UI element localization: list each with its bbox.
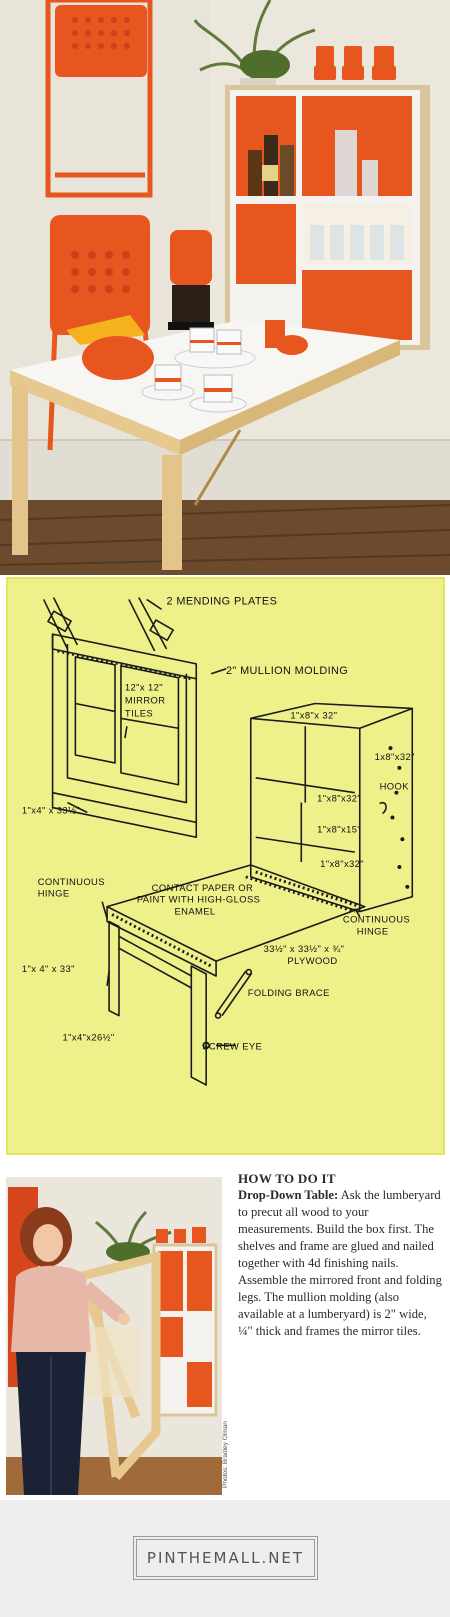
label-shelf-15: 1"x8"x15" bbox=[317, 823, 361, 834]
label-continuous-right: CONTINUOUS bbox=[343, 913, 410, 924]
article-subheading: Drop-Down Table: bbox=[238, 1188, 339, 1202]
top-photo bbox=[0, 0, 450, 575]
construction-diagram: 2 MENDING PLATES 2" MULLION MOLDING 12"x… bbox=[6, 577, 445, 1155]
label-hinge-right: HINGE bbox=[357, 925, 389, 936]
label-mirror: MIRROR bbox=[125, 694, 166, 705]
footer bbox=[0, 1500, 450, 1617]
label-paint-gloss: PAINT WITH HIGH-GLOSS bbox=[137, 894, 260, 905]
coffee-maker bbox=[168, 230, 214, 330]
article-paragraph: Drop-Down Table: Ask the lumberyard to p… bbox=[238, 1187, 444, 1340]
label-leg-26: 1"x4"x26½" bbox=[62, 1031, 114, 1042]
photo-credit-text: Photos: Bradley Olman bbox=[222, 1421, 229, 1488]
label-mending-plates: 2 MENDING PLATES bbox=[167, 595, 278, 607]
label-hook: HOOK bbox=[380, 781, 410, 792]
label-tiles: TILES bbox=[125, 707, 153, 718]
label-continuous-left: CONTINUOUS bbox=[38, 876, 105, 887]
label-contact-paper: CONTACT PAPER OR bbox=[152, 882, 253, 893]
site-logo-text: PINTHEMALL.NET bbox=[146, 1549, 305, 1567]
article-heading: HOW TO DO IT bbox=[238, 1171, 336, 1186]
logo-frame bbox=[133, 1536, 318, 1580]
label-plywood: PLYWOOD bbox=[287, 955, 337, 966]
label-screw-eye: SCREW EYE bbox=[202, 1040, 262, 1051]
label-plywood-size: 33½" x 33½" x ¾" bbox=[264, 943, 345, 954]
label-front-frame: 1"x4" x 33½" bbox=[22, 804, 80, 815]
label-side-board: 1x8"x32" bbox=[375, 751, 415, 762]
label-top-board: 1"x8"x 32" bbox=[290, 709, 337, 720]
article-body: Ask the lumberyard to precut all wood to… bbox=[238, 1188, 442, 1338]
woman-folding-table-photo bbox=[6, 1177, 222, 1495]
drop-down-table-photo bbox=[0, 0, 450, 575]
site-logo[interactable]: PINTHEMALL.NET bbox=[136, 1539, 315, 1577]
label-shelf-32: 1"x8"x32" bbox=[317, 793, 361, 804]
label-leg-33: 1"x 4" x 33" bbox=[22, 963, 75, 974]
wall-cabinet bbox=[225, 85, 430, 350]
label-folding-brace: FOLDING BRACE bbox=[248, 987, 330, 998]
photo-credit: Photos: Bradley Olman bbox=[222, 1378, 234, 1488]
fruit-bowl bbox=[66, 315, 154, 380]
label-hinge-left: HINGE bbox=[38, 888, 70, 899]
label-mullion-molding: 2" MULLION MOLDING bbox=[226, 665, 348, 677]
cups-and-saucers bbox=[141, 320, 308, 413]
diagram-drawing: 2 MENDING PLATES 2" MULLION MOLDING 12"x… bbox=[22, 595, 415, 1086]
mugs-on-top bbox=[314, 46, 396, 80]
bottom-photo bbox=[6, 1177, 222, 1495]
label-bottom-board: 1"x8"x32" bbox=[320, 858, 364, 869]
hanging-chair-top bbox=[45, 0, 153, 198]
label-mirror-size: 12"x 12" bbox=[125, 682, 163, 693]
article-text: HOW TO DO IT Drop-Down Table: Ask the lu… bbox=[238, 1170, 444, 1340]
label-enamel: ENAMEL bbox=[174, 906, 215, 917]
